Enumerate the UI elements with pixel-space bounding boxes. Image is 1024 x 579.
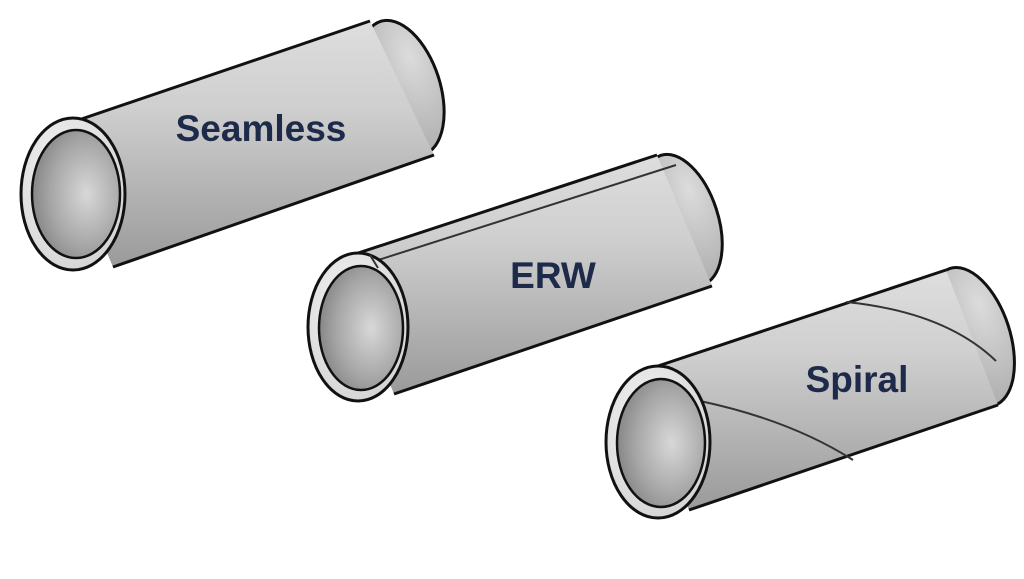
seamless-pipe-bottom-edge [112,153,435,269]
seamless-label: Seamless [176,108,347,149]
erw-label: ERW [510,255,596,296]
erw-pipe-bottom-edge [393,284,713,396]
seamless-pipe-body [55,21,434,267]
seamless-pipe: Seamless [19,18,446,272]
seamless-pipe-top-edge [54,19,371,130]
spiral-pipe: Spiral [604,266,1016,520]
seamless-pipe-bore [30,128,122,260]
erw-pipe: ERW [306,152,724,403]
spiral-weld-seam-2 [845,301,997,362]
erw-pipe-bore [317,264,405,392]
spiral-pipe-bore [615,377,707,509]
erw-pipe-top-edge [339,153,658,261]
spiral-pipe-top-edge [639,268,947,374]
spiral-weld-seam-1 [699,400,854,461]
erw-rim-seam-mark [369,254,379,269]
spiral-pipe-bottom-edge [688,403,999,512]
spiral-pipe-body [640,270,998,510]
spiral-label: Spiral [806,359,909,400]
erw-pipe-body [340,155,712,394]
erw-weld-seam [371,164,677,263]
